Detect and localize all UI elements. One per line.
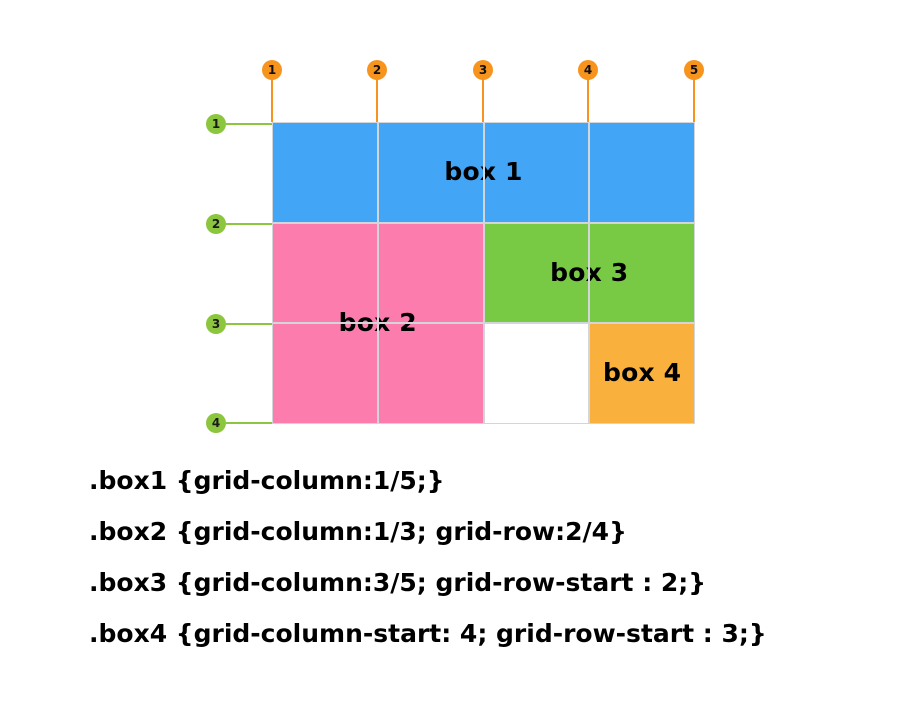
row-line-stem: [226, 422, 272, 424]
css-code-block: .box1 {grid-column:1/5;} .box2 {grid-col…: [89, 468, 889, 672]
css-rule-box3: .box3 {grid-column:3/5; grid-row-start :…: [89, 568, 707, 597]
column-line-badge: 1: [262, 60, 282, 80]
css-rule-box4: .box4 {grid-column-start: 4; grid-row-st…: [89, 619, 767, 648]
grid-diagram: 1 2 3 4 5 1 2 3 4 box 1: [206, 60, 704, 433]
grid-item-box3[interactable]: box 3: [484, 223, 694, 323]
row-line-stem: [226, 223, 272, 225]
grid-item-label: box 1: [444, 156, 523, 186]
css-rule-box1: .box1 {grid-column:1/5;}: [89, 466, 445, 495]
column-line-stem: [376, 70, 378, 122]
column-line-badge: 4: [578, 60, 598, 80]
row-line-stem: [226, 123, 272, 125]
grid-surface: box 1 box 2 box 3 box 4: [272, 122, 695, 424]
column-line-badge: 2: [367, 60, 387, 80]
grid-item-label: box 3: [550, 257, 629, 287]
inner-gutter: [377, 123, 380, 222]
grid-item-box4[interactable]: box 4: [590, 324, 694, 423]
column-line-badge: 3: [473, 60, 493, 80]
grid-item-label: box 4: [602, 358, 682, 388]
row-line-stem: [226, 323, 272, 325]
grid-item-box1[interactable]: box 1: [273, 123, 694, 222]
column-line-badge: 5: [684, 60, 704, 80]
column-line-stem: [587, 70, 589, 122]
column-line-stem: [482, 70, 484, 122]
grid-cell-empty: [484, 324, 589, 423]
row-line-badge: 2: [206, 214, 226, 234]
grid-item-box2[interactable]: box 2: [273, 223, 483, 423]
inner-gutter: [587, 123, 590, 222]
column-line-stem: [271, 70, 273, 122]
row-line-badge: 4: [206, 413, 226, 433]
grid-item-label: box 2: [338, 307, 417, 337]
column-line-stem: [693, 70, 695, 122]
row-line-badge: 3: [206, 314, 226, 334]
row-line-badge: 1: [206, 114, 226, 134]
css-rule-box2: .box2 {grid-column:1/3; grid-row:2/4}: [89, 517, 627, 546]
